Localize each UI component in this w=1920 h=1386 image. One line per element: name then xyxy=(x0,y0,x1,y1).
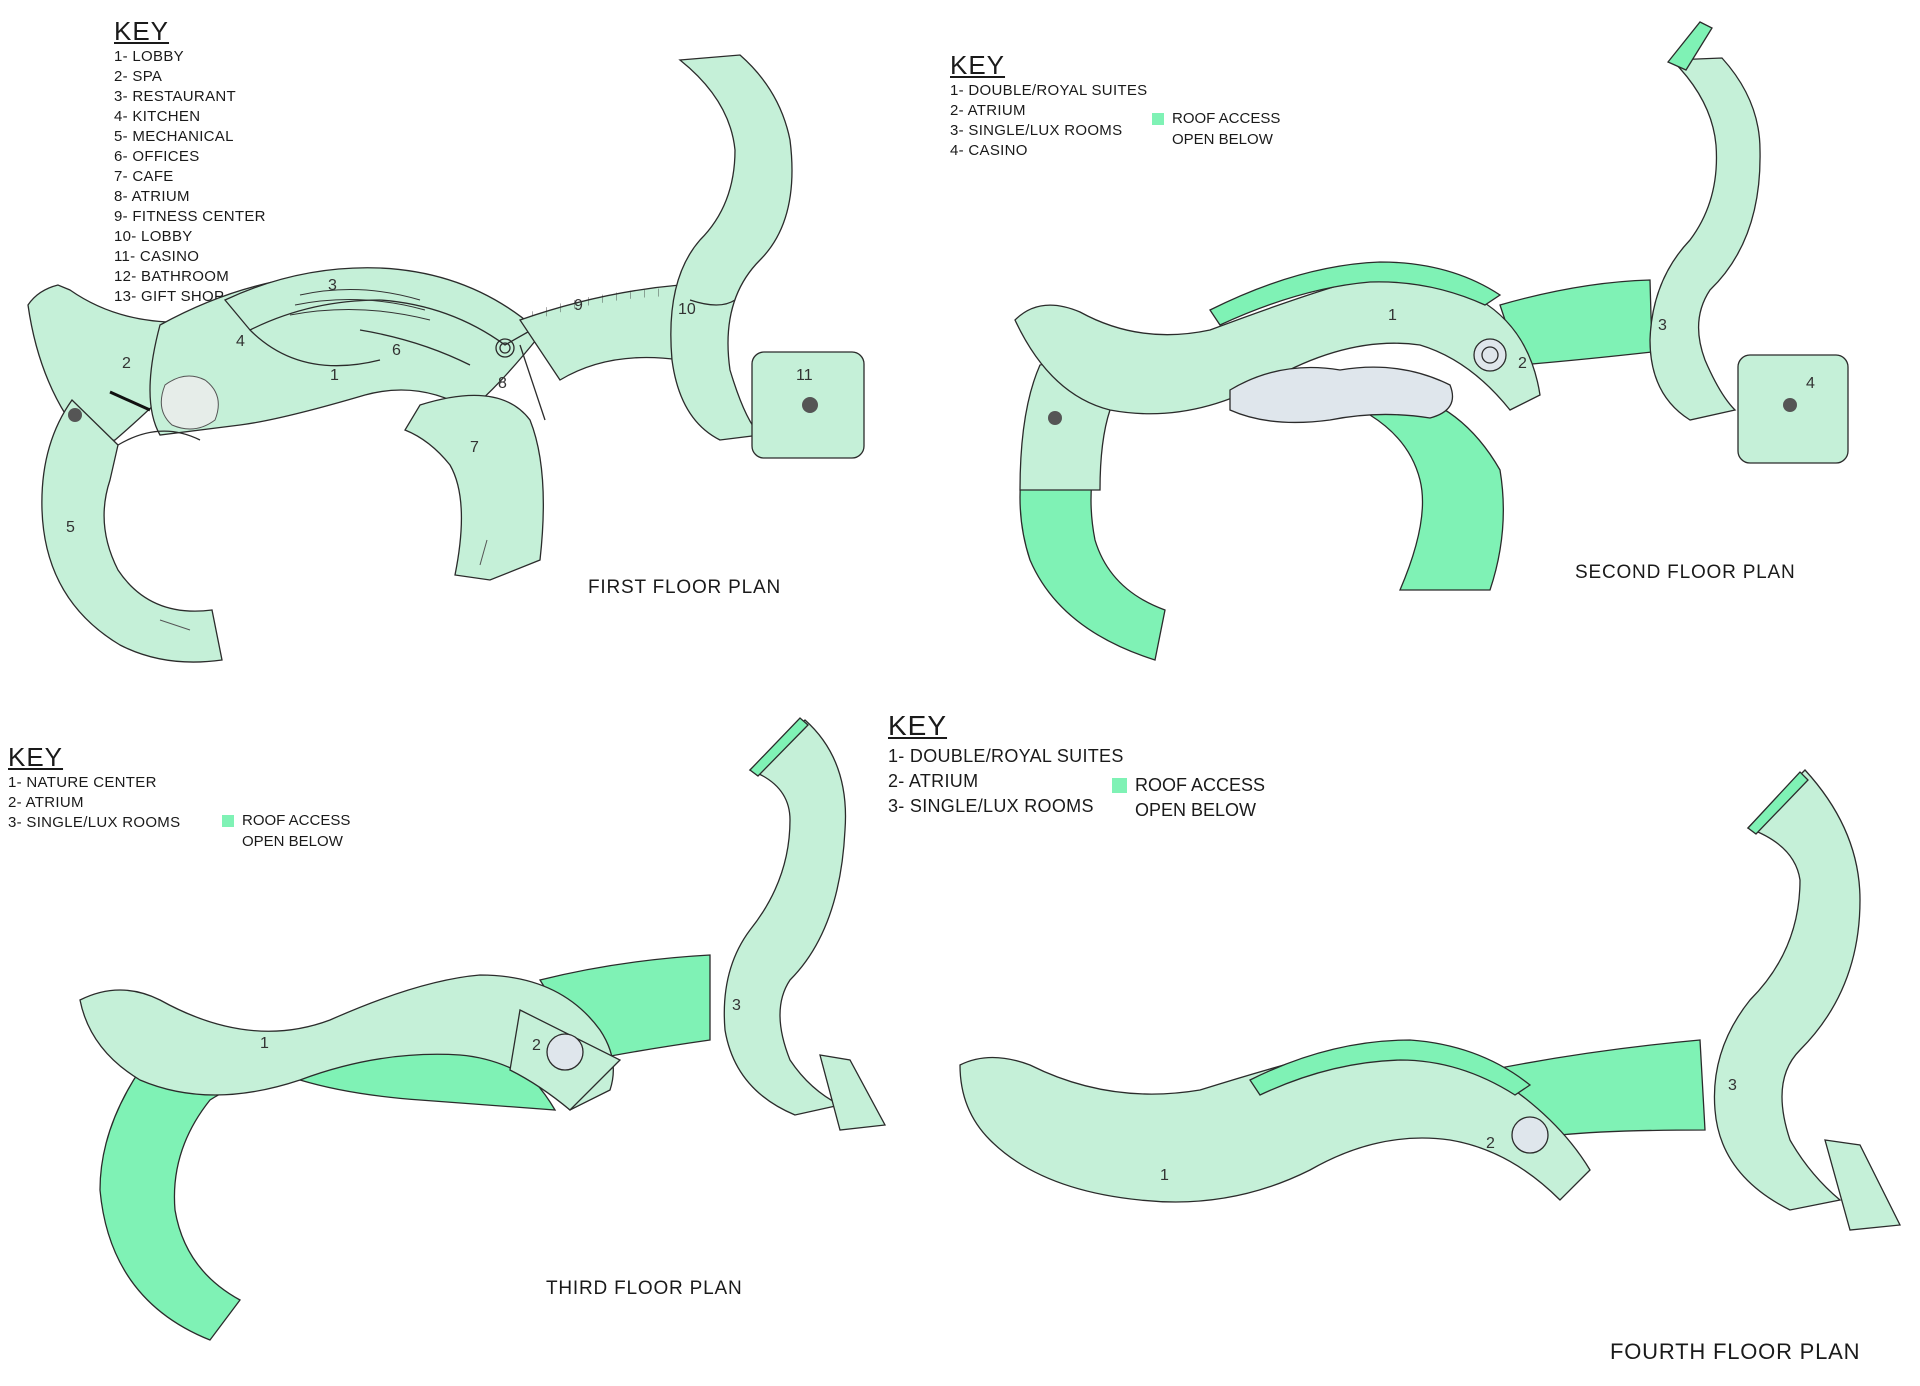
third-tower-strip xyxy=(749,717,809,777)
open-below-right-arm xyxy=(1369,389,1504,591)
key-item-atrium: 8- ATRIUM xyxy=(114,188,190,205)
room-label-3: 3 xyxy=(1728,1077,1737,1094)
room-label-2: 2 xyxy=(1518,355,1527,372)
lobby-tower xyxy=(670,54,793,441)
key-item-gift-shop: 13- GIFT SHOP xyxy=(114,288,225,305)
second-suites-strip xyxy=(1209,261,1502,326)
key-item-casino: 11- CASINO xyxy=(114,248,200,265)
room-label-2: 2 xyxy=(122,355,131,372)
room-label-1: 1 xyxy=(1388,307,1397,324)
fourth-floor-plan-title: FOURTH FLOOR PLAN xyxy=(1610,1339,1861,1364)
key-item-spa: 2- SPA xyxy=(114,68,163,85)
room-label-5: 5 xyxy=(66,519,75,536)
casino-core xyxy=(802,397,818,413)
second-main-band xyxy=(1014,277,1541,415)
key-item-lobby-2: 10- LOBBY xyxy=(114,228,193,245)
second-pool xyxy=(1229,366,1454,424)
fourth-floor-plan: 1 2 3 xyxy=(959,769,1902,1231)
roof-access-swatch xyxy=(1112,778,1127,793)
key-item-lobby: 1- LOBBY xyxy=(114,48,184,65)
fourth-tower-strip xyxy=(1747,771,1809,835)
legend-open-below: OPEN BELOW xyxy=(242,833,343,850)
room-label-11: 11 xyxy=(796,367,813,384)
key-item-kitchen: 4- KITCHEN xyxy=(114,108,201,125)
room-label-3: 3 xyxy=(328,277,337,294)
fourth-floor-legend: ROOF ACCESS OPEN BELOW xyxy=(1112,775,1265,825)
second-floor-legend: ROOF ACCESS OPEN BELOW xyxy=(1152,110,1280,152)
open-below-lower-ring xyxy=(99,1069,291,1341)
key-item-nature-center: 1- NATURE CENTER xyxy=(8,774,157,791)
third-tower-tail xyxy=(819,1054,887,1131)
key-item-bathroom: 12- BATHROOM xyxy=(114,268,230,285)
key-item-single-lux-rooms: 3- SINGLE/LUX ROOMS xyxy=(8,814,181,831)
fourth-tower xyxy=(1713,769,1861,1211)
spa-core xyxy=(68,408,82,422)
room-label-4: 4 xyxy=(236,333,245,350)
cafe-arm xyxy=(404,394,544,581)
open-below-connector xyxy=(1499,279,1653,366)
second-tower-strip xyxy=(1666,21,1713,71)
key-item-offices: 6- OFFICES xyxy=(114,148,200,165)
fourth-tower-tail xyxy=(1824,1139,1902,1231)
key-item-cafe: 7- CAFE xyxy=(114,168,174,185)
first-floor-plan: 1 2 3 4 5 6 7 8 9 10 11 xyxy=(27,54,865,663)
second-tower xyxy=(1649,57,1761,421)
room-label-3: 3 xyxy=(1658,317,1667,334)
key-item-atrium: 2- ATRIUM xyxy=(888,771,979,791)
key-item-double-royal-suites: 1- DOUBLE/ROYAL SUITES xyxy=(950,82,1148,99)
room-label-2: 2 xyxy=(1486,1135,1495,1152)
third-floor-legend: ROOF ACCESS OPEN BELOW xyxy=(222,812,350,854)
pool xyxy=(160,375,219,430)
key-title: KEY xyxy=(888,710,948,741)
room-label-6: 6 xyxy=(392,342,401,359)
mechanical-wing xyxy=(41,399,223,663)
fourth-main-band xyxy=(959,1045,1591,1203)
room-label-4: 4 xyxy=(1806,375,1815,392)
legend-open-below: OPEN BELOW xyxy=(1135,800,1257,820)
third-floor-plan-title: THIRD FLOOR PLAN xyxy=(546,1278,743,1299)
first-floor-key: KEY 1- LOBBY 2- SPA 3- RESTAURANT 4- KIT… xyxy=(114,18,266,309)
key-item-atrium: 2- ATRIUM xyxy=(8,794,84,811)
roof-access-swatch xyxy=(222,815,234,827)
third-floor-plan: 1 2 3 xyxy=(79,717,887,1341)
restaurant-seating xyxy=(289,289,431,321)
key-item-mechanical: 5- MECHANICAL xyxy=(114,128,234,145)
key-title: KEY xyxy=(950,50,1006,80)
key-item-restaurant: 3- RESTAURANT xyxy=(114,88,236,105)
room-label-1: 1 xyxy=(1160,1167,1169,1184)
room-label-2: 2 xyxy=(532,1037,541,1054)
room-label-3: 3 xyxy=(732,997,741,1014)
room-label-8: 8 xyxy=(498,375,507,392)
room-label-7: 7 xyxy=(470,439,479,456)
first-floor-plan-title: FIRST FLOOR PLAN xyxy=(588,577,781,598)
room-label-9: 9 xyxy=(574,297,583,314)
lower-arc-left xyxy=(117,430,201,446)
legend-roof-access: ROOF ACCESS xyxy=(1172,110,1281,127)
key-item-casino: 4- CASINO xyxy=(950,142,1028,159)
second-floor-plan-title: SECOND FLOOR PLAN xyxy=(1575,562,1796,583)
legend-open-below: OPEN BELOW xyxy=(1172,131,1273,148)
second-floor-key: KEY 1- DOUBLE/ROYAL SUITES 2- ATRIUM 3- … xyxy=(950,52,1147,163)
key-item-single-lux-rooms: 3- SINGLE/LUX ROOMS xyxy=(950,122,1123,139)
fitness-tick-strip xyxy=(530,288,670,320)
room-label-1: 1 xyxy=(330,367,339,384)
key-title: KEY xyxy=(114,16,170,46)
fourth-suites-strip xyxy=(1249,1039,1532,1096)
room-label-1: 1 xyxy=(260,1035,269,1052)
second-floor-plan: 1 2 3 4 xyxy=(1014,21,1849,661)
legend-roof-access: ROOF ACCESS xyxy=(242,812,351,829)
roof-access-swatch xyxy=(1152,113,1164,125)
room-label-10: 10 xyxy=(678,301,696,318)
key-item-atrium: 2- ATRIUM xyxy=(950,102,1026,119)
key-title: KEY xyxy=(8,742,64,772)
key-item-fitness-center: 9- FITNESS CENTER xyxy=(114,208,266,225)
third-floor-key: KEY 1- NATURE CENTER 2- ATRIUM 3- SINGLE… xyxy=(8,744,180,835)
legend-roof-access: ROOF ACCESS xyxy=(1135,775,1266,795)
key-item-single-lux-rooms: 3- SINGLE/LUX ROOMS xyxy=(888,796,1094,816)
key-item-double-royal-suites: 1- DOUBLE/ROYAL SUITES xyxy=(888,746,1124,766)
fourth-floor-key: KEY 1- DOUBLE/ROYAL SUITES 2- ATRIUM 3- … xyxy=(888,712,1124,822)
open-below-connector xyxy=(1488,1039,1706,1136)
